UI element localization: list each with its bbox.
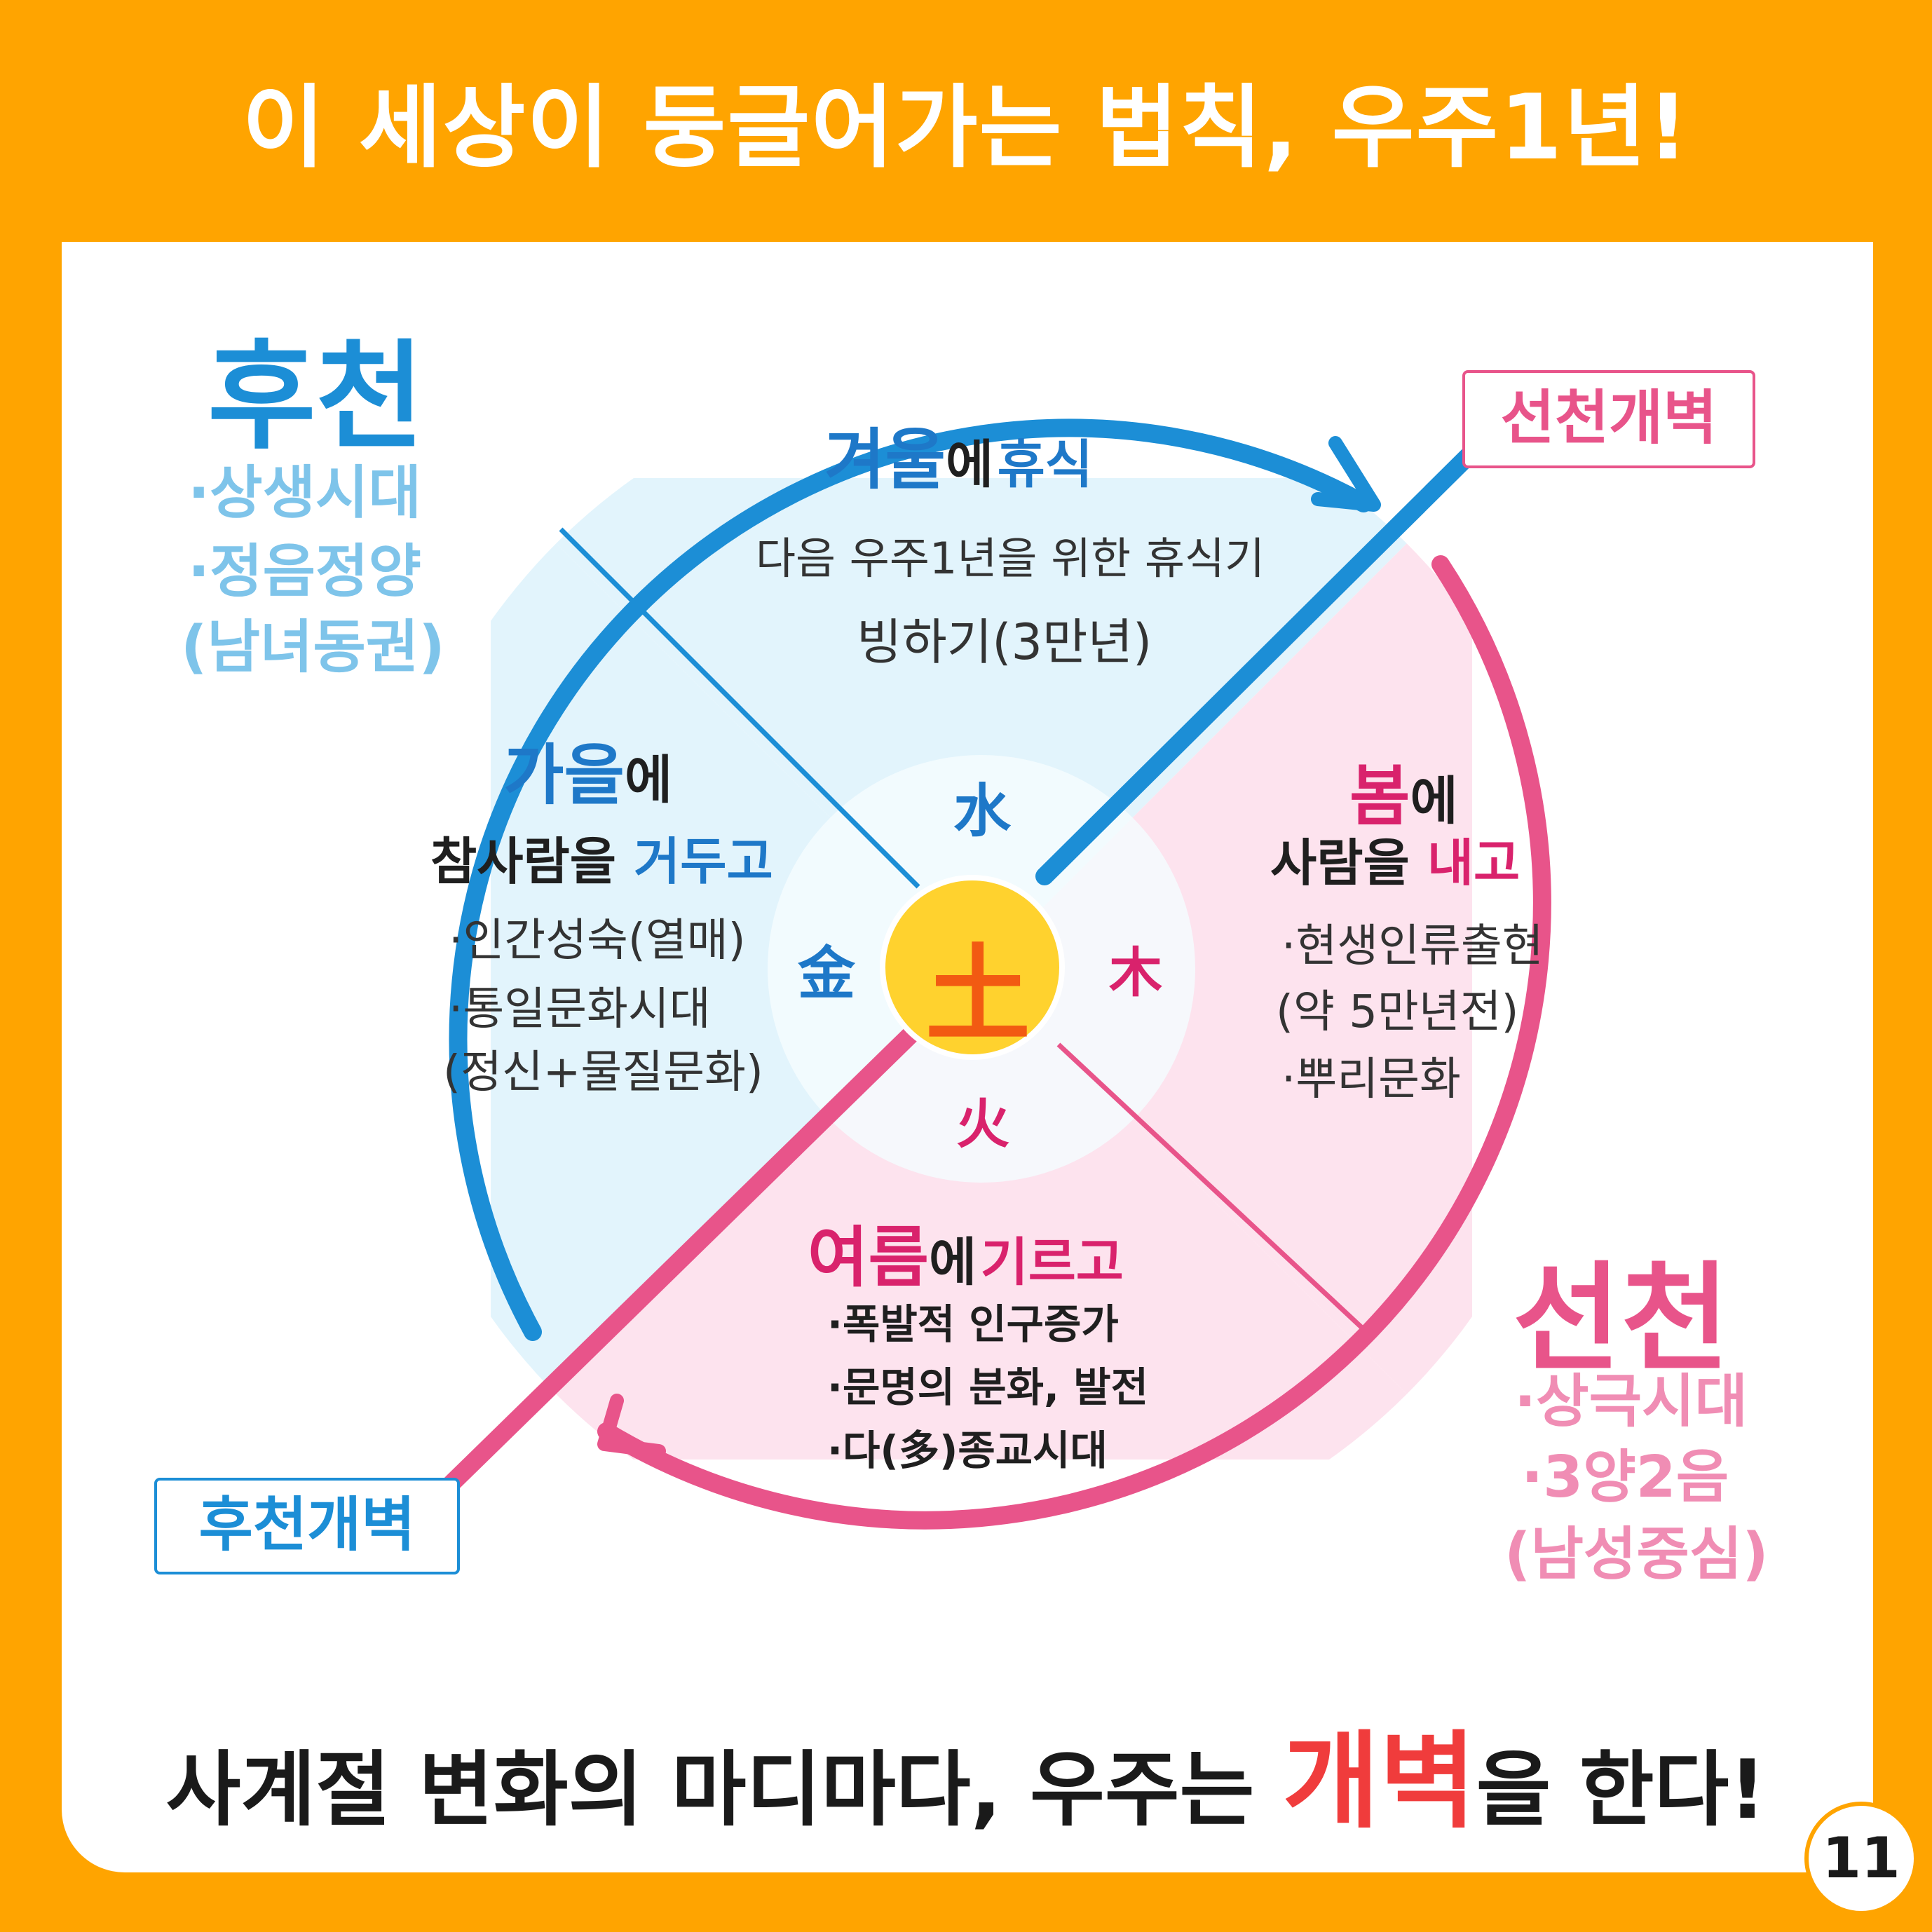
- spring-subheading: 사람을 내고: [1270, 822, 1520, 895]
- spring-item-1: ·현생인류출현: [1281, 920, 1544, 972]
- hucheon-item-1: ·상생시대: [188, 460, 421, 526]
- autumn-subheading: 참사람을 거두고: [430, 820, 773, 894]
- spring-quadrant: [981, 478, 1472, 1460]
- center-circle: [880, 875, 1065, 1060]
- pink-cycle-arc: [597, 555, 1551, 1530]
- winter-particle: 에: [945, 435, 994, 495]
- spring-heading: 봄에: [1349, 743, 1458, 838]
- seoncheon-item-2: ·3양2음: [1521, 1444, 1729, 1511]
- winter-line-2: 빙하기(3만년): [857, 613, 1152, 671]
- seoncheon-heading: 선천: [1513, 1250, 1730, 1387]
- element-water: 水: [953, 778, 1012, 845]
- bottom-statement-highlight: 개벽: [1282, 1721, 1476, 1843]
- spring-line-pre: 사람을: [1270, 834, 1410, 892]
- pink-arrow-head: [597, 1394, 666, 1458]
- winter-heading: 겨울에 휴식: [824, 407, 1093, 502]
- autumn-item-1: ·인간성숙(열매): [449, 915, 746, 967]
- autumn-heading: 가을에: [503, 722, 672, 817]
- blue-arrow-head: [1311, 436, 1381, 512]
- element-wood: 木: [1109, 941, 1162, 1004]
- autumn-item-3: (정신+물질문화): [443, 1047, 763, 1098]
- autumn-quadrant: [491, 478, 981, 1460]
- hucheon-gaebyeok-line: [433, 1025, 920, 1502]
- bottom-statement-post: 을 한다!: [1476, 1743, 1767, 1837]
- summer-item-1: ·폭발적 인구증가: [827, 1300, 1119, 1348]
- summer-action: 기르고: [980, 1232, 1124, 1293]
- element-earth: 土: [925, 934, 1031, 1056]
- divider-se: [1056, 1042, 1376, 1341]
- autumn-particle: 에: [624, 750, 673, 810]
- bottom-statement-pre: 사계절 변화의 마디마다, 우주는: [165, 1743, 1255, 1837]
- hucheon-gaebyeok-label: 후천개벽: [154, 1478, 460, 1574]
- hucheon-heading: 후천: [208, 328, 425, 465]
- autumn-action: 거두고: [634, 832, 773, 891]
- seoncheon-item-1: ·상극시대: [1514, 1368, 1748, 1435]
- summer-season: 여름: [808, 1220, 929, 1296]
- summer-item-3: ·다(多)종교시대: [827, 1427, 1108, 1474]
- spring-particle: 에: [1410, 771, 1458, 831]
- page-number: 11: [1804, 1802, 1918, 1915]
- spring-action: 내고: [1427, 834, 1521, 892]
- spring-item-3: ·뿌리문화: [1281, 1054, 1461, 1106]
- element-fire: 火: [956, 1093, 1009, 1155]
- summer-quadrant: [491, 969, 1472, 1460]
- seoncheon-gaebyeok-line: [1035, 436, 1488, 885]
- blue-cycle-arc: [449, 419, 1373, 1341]
- element-metal: 金: [798, 941, 856, 1007]
- hucheon-item-2: ·정음정양: [188, 538, 421, 605]
- summer-heading: 여름에 기르고: [808, 1204, 1124, 1300]
- summer-item-2: ·문명의 분화, 발전: [827, 1363, 1148, 1411]
- autumn-item-2: ·통일문화시대: [449, 984, 711, 1035]
- summer-particle: 에: [928, 1232, 977, 1293]
- winter-quadrant: [491, 478, 1472, 969]
- seoncheon-item-3: (남성중심): [1504, 1521, 1769, 1588]
- seoncheon-gaebyeok-label: 선천개벽: [1462, 370, 1755, 468]
- hucheon-item-3: (남녀동권): [181, 614, 445, 681]
- autumn-season: 가을: [503, 737, 625, 814]
- page-title: 이 세상이 둥글어가는 법칙, 우주1년!: [242, 76, 1690, 180]
- divider-nw: [559, 527, 920, 889]
- winter-action: 휴식: [997, 435, 1093, 495]
- winter-season: 겨울: [824, 422, 946, 498]
- spring-season: 봄: [1349, 758, 1410, 835]
- bottom-statement: 사계절 변화의 마디마다, 우주는 개벽을 한다!: [0, 1696, 1932, 1849]
- spring-item-2: (약 5만년전): [1276, 986, 1519, 1038]
- winter-line-1: 다음 우주1년을 위한 휴식기: [756, 533, 1265, 584]
- autumn-line-pre: 참사람을: [430, 832, 616, 891]
